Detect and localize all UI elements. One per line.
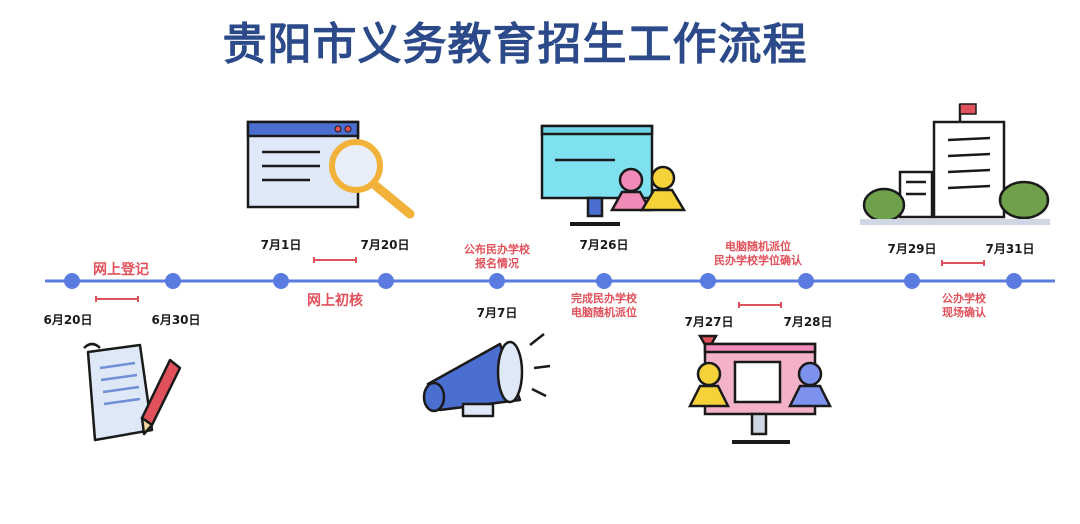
stage-1-label: 网上登记: [93, 262, 149, 278]
public-school-icon: [860, 103, 1050, 225]
page-title: 贵阳市义务教育招生工作流程: [222, 19, 808, 70]
stage-2-start-date: 7月1日: [260, 238, 302, 252]
stage-5-start-date: 7月27日: [684, 315, 734, 329]
megaphone-icon: [422, 333, 551, 418]
stage-1-start-date: 6月20日: [43, 313, 93, 327]
stage-2-label: 网上初核: [307, 293, 363, 309]
stage-5-end-date: 7月28日: [783, 315, 833, 329]
dot-7-20: [378, 273, 394, 289]
dot-7-26: [596, 273, 612, 289]
dot-7-27: [700, 273, 716, 289]
school-confirmation-icon: [687, 334, 833, 444]
dot-6-30: [165, 273, 181, 289]
stage-3-label: 公布民办学校 报名情况: [464, 243, 530, 270]
range-bracket-3: [738, 302, 782, 308]
dot-7-31: [1006, 273, 1022, 289]
stage-6-label: 公办学校 现场确认: [942, 292, 986, 319]
range-bracket-4: [941, 260, 985, 266]
stage-1-end-date: 6月30日: [151, 313, 201, 327]
stage-2-end-date: 7月20日: [360, 238, 410, 252]
dot-7-1: [273, 273, 289, 289]
range-bracket-2: [313, 257, 357, 263]
stage-3-date: 7月7日: [476, 306, 518, 320]
range-bracket-1: [95, 296, 139, 302]
dot-6-20: [64, 273, 80, 289]
stage-6-start-date: 7月29日: [887, 242, 937, 256]
dot-7-7: [489, 273, 505, 289]
timeline-dots: [64, 273, 1022, 289]
dot-7-29: [904, 273, 920, 289]
stage-4-date: 7月26日: [579, 238, 629, 252]
stage-5-label: 电脑随机派位 民办学校学位确认: [714, 240, 802, 267]
computer-lottery-icon: [540, 124, 687, 226]
search-review-icon: [246, 120, 415, 219]
stage-4-label: 完成民办学校 电脑随机派位: [571, 292, 637, 319]
registration-form-icon: [83, 342, 182, 442]
dot-7-28: [798, 273, 814, 289]
stage-6-end-date: 7月31日: [985, 242, 1035, 256]
